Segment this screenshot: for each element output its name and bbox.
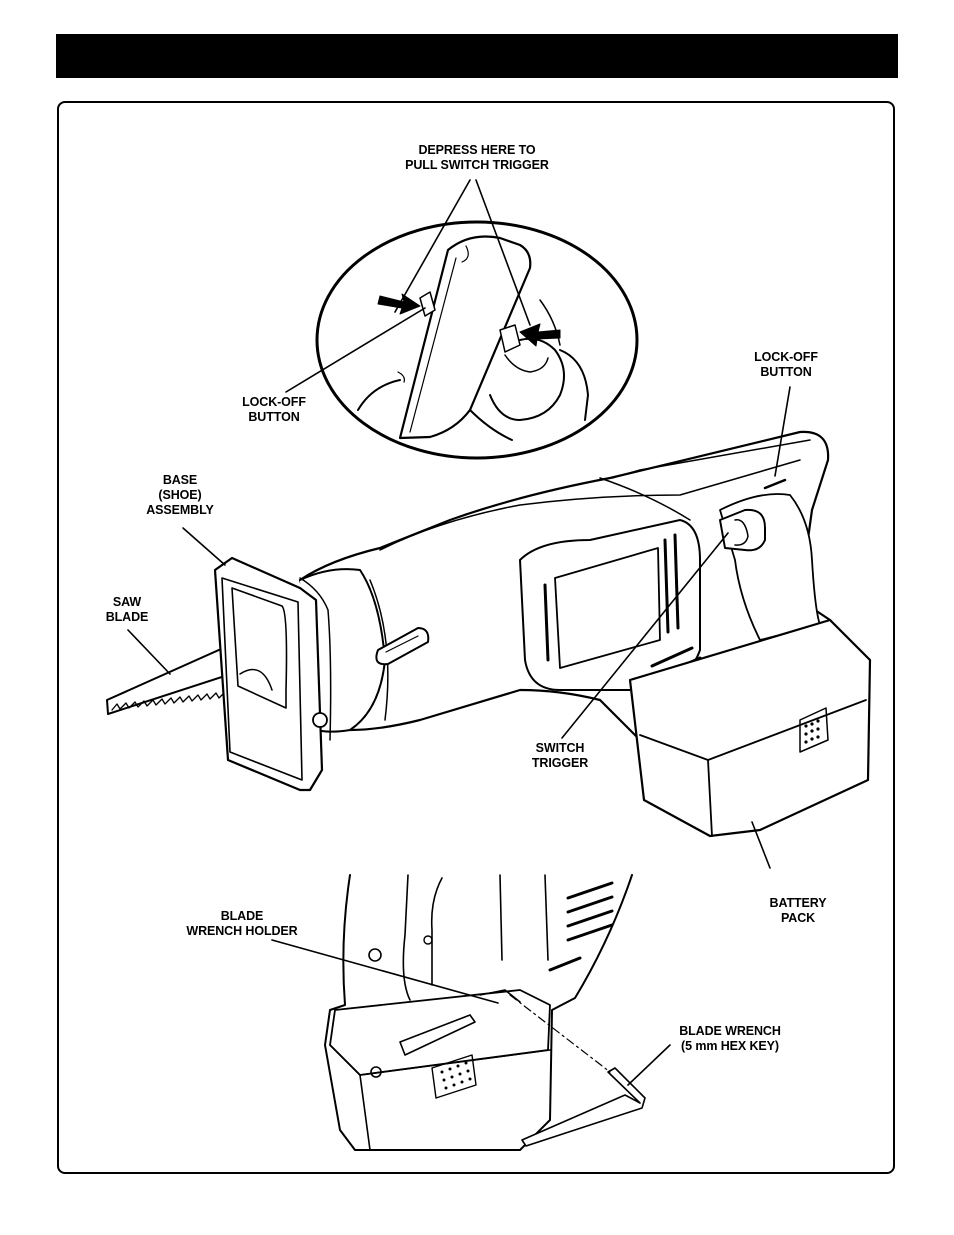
label-saw-blade: SAW BLADE [105,595,149,624]
header-bar [56,34,898,78]
label-lock-off-button: LOCK-OFF BUTTON [754,350,818,379]
saw-body [106,430,872,838]
trigger-detail-inset [285,179,639,460]
bottom-view [271,874,671,1151]
figure-frame [57,101,895,1174]
label-battery-pack: BATTERY PACK [769,896,827,925]
label-switch-trigger: SWITCH TRIGGER [531,741,589,770]
main-leaders [127,386,791,869]
label-blade-wrench-holder: BLADE WRENCH HOLDER [186,909,298,938]
label-base-shoe-assembly: BASE (SHOE) ASSEMBLY [146,473,214,517]
label-depress-here: DEPRESS HERE TO PULL SWITCH TRIGGER [405,143,549,172]
label-lock-off-button-inset: LOCK-OFF BUTTON [242,395,306,424]
label-blade-wrench: BLADE WRENCH (5 mm HEX KEY) [679,1024,781,1053]
